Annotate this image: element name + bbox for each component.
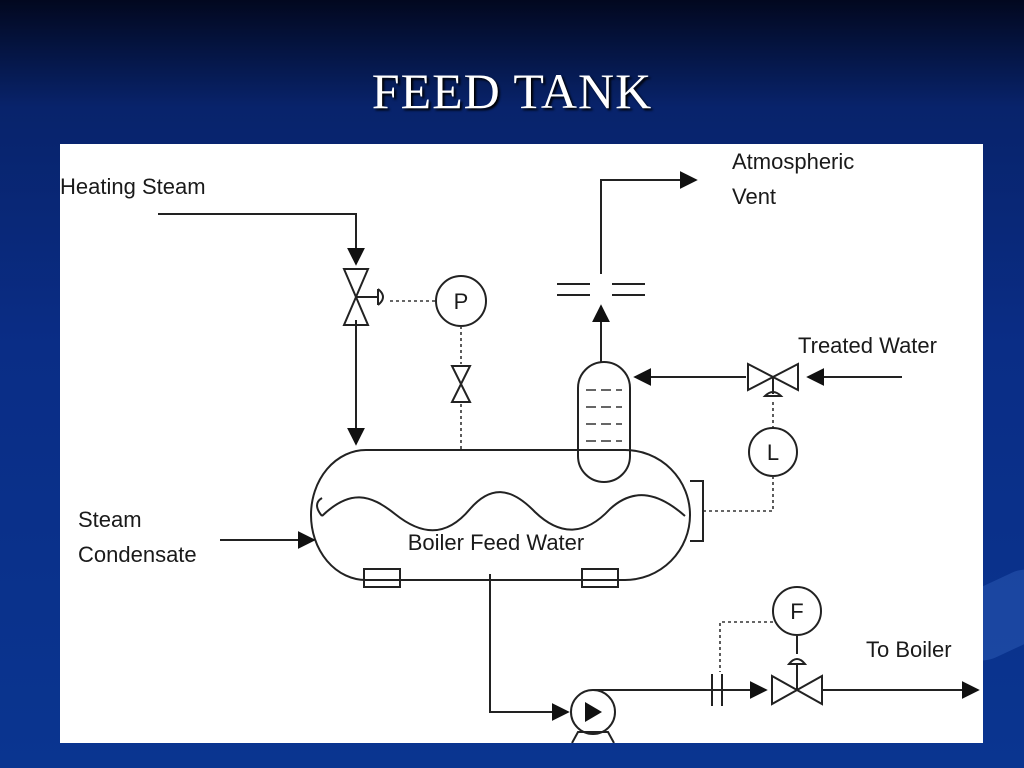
vent-label-2: Vent: [732, 184, 776, 209]
pressure-label: P: [454, 289, 469, 314]
to-boiler-line: To Boiler: [711, 636, 980, 706]
pump-outlet-line: [489, 574, 760, 743]
condensate-label-2: Condensate: [78, 542, 197, 567]
condensate-label-1: Steam: [78, 507, 142, 532]
to-boiler-label: To Boiler: [866, 637, 952, 662]
treated-water-line: Treated Water: [633, 333, 937, 397]
level-instrument: L: [690, 402, 798, 542]
steam-control-valve: [342, 268, 384, 326]
deaerator-column: [577, 361, 631, 483]
pressure-instrument: P: [390, 275, 487, 449]
feed-tank-diagram: Heating Steam P Atmospheric Vent: [60, 144, 983, 743]
boiler-feed-water-label: Boiler Feed Water: [408, 530, 584, 555]
slide-title: FEED TANK: [371, 63, 653, 119]
vent-label-1: Atmospheric: [732, 149, 854, 174]
level-label: L: [767, 440, 779, 465]
feed-tank-vessel: Boiler Feed Water: [310, 449, 691, 588]
steam-condensate-line: Steam Condensate: [78, 507, 316, 567]
flow-instrument: F: [719, 586, 822, 672]
treated-water-label: Treated Water: [798, 333, 937, 358]
heating-steam-label: Heating Steam: [60, 174, 206, 199]
flow-label: F: [790, 599, 803, 624]
atmospheric-vent: Atmospheric Vent: [557, 149, 854, 362]
heating-steam-line: Heating Steam: [60, 174, 365, 446]
